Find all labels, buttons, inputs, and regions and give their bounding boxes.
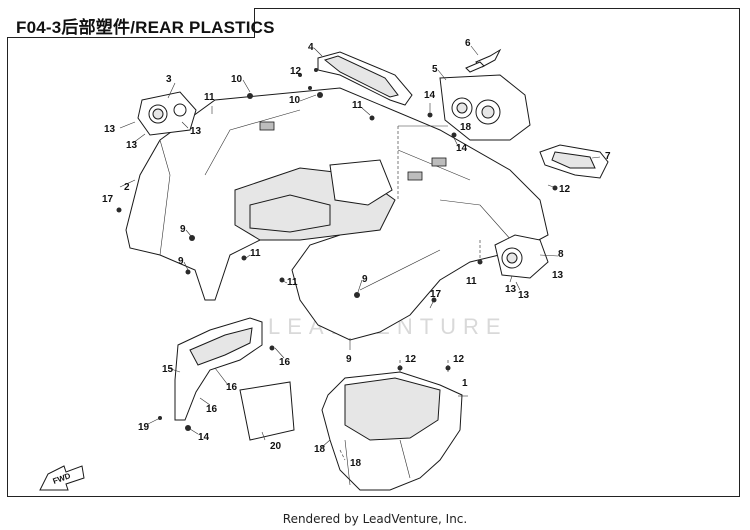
right-rail-part-7[interactable]: [539, 144, 609, 179]
callout-11-e: 11: [466, 276, 477, 287]
label-plate-part-20[interactable]: [239, 381, 295, 441]
callout-4: 4: [308, 42, 314, 53]
callout-17-a: 17: [102, 194, 114, 205]
callout-3: 3: [166, 74, 172, 85]
callout-18-a: 18: [460, 122, 472, 133]
callout-leaders: [119, 45, 601, 461]
bracket-part-6[interactable]: [465, 48, 502, 73]
callout-15: 15: [162, 364, 174, 375]
callout-13-b: 13: [126, 140, 138, 151]
callout-20: 20: [270, 441, 282, 452]
callout-12-c: 12: [405, 354, 417, 365]
callout-12-d: 12: [453, 354, 465, 365]
left-rear-light-part-3[interactable]: [137, 91, 197, 136]
callout-12-b: 12: [559, 184, 571, 195]
callout-5: 5: [432, 64, 438, 75]
callout-11-b: 11: [352, 100, 363, 111]
fwd-direction-arrow: FWD: [39, 465, 85, 491]
callout-9-d: 9: [346, 354, 352, 365]
mud-guard-part-15[interactable]: [174, 317, 263, 421]
render-credit-footer: Rendered by LeadVenture, Inc.: [282, 512, 468, 526]
callout-16-b: 16: [226, 382, 238, 393]
callout-10-b: 10: [289, 95, 301, 106]
callout-1: 1: [462, 378, 468, 389]
callout-13-f: 13: [518, 290, 530, 301]
callout-12-a: 12: [290, 66, 302, 77]
rear-rail-part-4[interactable]: [317, 51, 413, 106]
callout-2: 2: [124, 182, 130, 193]
callout-10-a: 10: [231, 74, 243, 85]
callout-14-c: 14: [198, 432, 210, 443]
callout-13-c: 13: [190, 126, 202, 137]
callout-13-e: 13: [505, 284, 517, 295]
callout-labels: 1 2 3 4 5 6 7 8 9 9 9 9 10 10 11 11 11 1…: [102, 38, 611, 469]
callout-7: 7: [605, 151, 611, 162]
callout-11-d: 11: [287, 277, 298, 288]
callout-18-b: 18: [314, 444, 326, 455]
callout-16-a: 16: [279, 357, 291, 368]
diagram-frame: [7, 8, 740, 497]
callout-6: 6: [465, 38, 471, 49]
callout-9-b: 9: [178, 256, 184, 267]
rear-light-housing-part-5[interactable]: [439, 74, 531, 141]
callout-13-d: 13: [552, 270, 564, 281]
callout-14-a: 14: [424, 90, 436, 101]
callout-11-c: 11: [250, 248, 261, 259]
callout-11-a: 11: [204, 92, 215, 103]
callout-9-c: 9: [362, 274, 368, 285]
callout-16-c: 16: [206, 404, 218, 415]
callout-14-b: 14: [456, 143, 468, 154]
callout-19: 19: [138, 422, 150, 433]
callout-13-a: 13: [104, 124, 116, 135]
rear-fender-part-2[interactable]: [125, 87, 549, 341]
title-box: [7, 8, 255, 38]
callout-17-b: 17: [430, 289, 442, 300]
callout-8: 8: [558, 249, 564, 260]
diagram-title: F04-3后部塑件/REAR PLASTICS: [16, 18, 275, 37]
rear-lower-panel-part-1[interactable]: [321, 371, 463, 491]
right-rear-light-part-8[interactable]: [494, 234, 549, 279]
callout-9-a: 9: [180, 224, 186, 235]
callout-18-c: 18: [350, 458, 362, 469]
